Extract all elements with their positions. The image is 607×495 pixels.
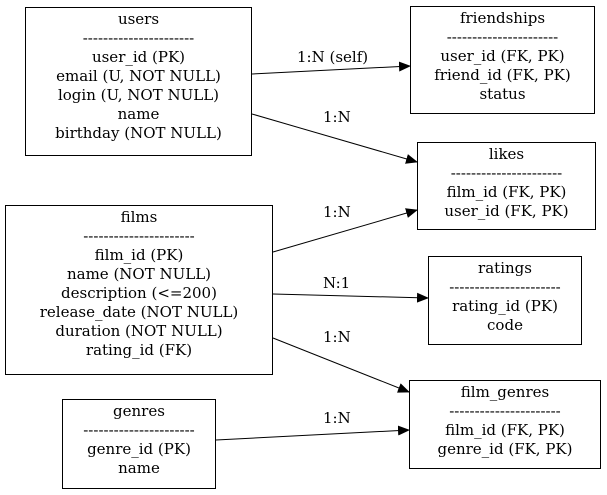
entity-field: description (<=200) bbox=[61, 284, 217, 302]
entity-ratings: ratings ---------------------- rating_id… bbox=[428, 256, 582, 345]
entity-separator: ---------------------- bbox=[83, 227, 195, 245]
entity-field: release_date (NOT NULL) bbox=[39, 303, 239, 321]
relation-arrow-films-ratings bbox=[272, 292, 429, 303]
relation-label: 1:N bbox=[323, 328, 351, 346]
entity-field: duration (NOT NULL) bbox=[55, 322, 223, 340]
entity-likes: likes ---------------------- film_id (FK… bbox=[417, 142, 596, 230]
entity-field: user_id (FK, PK) bbox=[444, 202, 569, 220]
entity-title: likes bbox=[488, 145, 525, 163]
entity-field: name bbox=[118, 459, 160, 477]
entity-field: user_id (PK) bbox=[91, 48, 186, 66]
entity-field: rating_id (FK) bbox=[85, 341, 193, 359]
entity-field: user_id (FK, PK) bbox=[440, 47, 565, 65]
entity-separator: ---------------------- bbox=[446, 28, 559, 46]
entity-title: film_genres bbox=[460, 383, 550, 401]
entity-field: film_id (PK) bbox=[94, 246, 184, 264]
entity-title: films bbox=[120, 208, 158, 226]
entity-genres: genres ---------------------- genre_id (… bbox=[62, 399, 216, 489]
entity-users: users ---------------------- user_id (PK… bbox=[25, 7, 252, 156]
entity-separator: ---------------------- bbox=[83, 421, 195, 439]
entity-separator: ---------------------- bbox=[449, 278, 561, 296]
entity-field: genre_id (PK) bbox=[87, 440, 191, 458]
relation-label: N:1 bbox=[323, 274, 351, 292]
entity-title: friendships bbox=[459, 9, 546, 27]
relation-arrow-films-likes bbox=[272, 208, 418, 253]
relation-arrow-genres-film_genres bbox=[215, 425, 410, 441]
entity-field: film_id (FK, PK) bbox=[446, 183, 567, 201]
entity-separator: ---------------------- bbox=[450, 164, 563, 182]
entity-field: login (U, NOT NULL) bbox=[57, 86, 220, 104]
entity-field: name bbox=[117, 105, 160, 123]
relation-arrow-users-likes bbox=[251, 113, 418, 164]
entity-field: rating_id (PK) bbox=[452, 297, 558, 315]
entity-friendships: friendships ---------------------- user_… bbox=[410, 6, 595, 114]
entity-title: ratings bbox=[478, 259, 532, 277]
entity-field: friend_id (FK, PK) bbox=[434, 66, 571, 84]
entity-field: genre_id (FK, PK) bbox=[437, 440, 573, 458]
entity-field: birthday (NOT NULL) bbox=[55, 124, 222, 142]
relation-label: 1:N bbox=[323, 108, 351, 126]
entity-field: code bbox=[487, 316, 523, 334]
entity-field: status bbox=[479, 85, 526, 103]
entity-films: films ---------------------- film_id (PK… bbox=[5, 205, 273, 375]
entity-field: film_id (FK, PK) bbox=[445, 421, 565, 439]
relation-label: 1:N bbox=[323, 203, 351, 221]
entity-field: name (NOT NULL) bbox=[66, 265, 212, 283]
entity-title: genres bbox=[113, 402, 165, 420]
entity-field: email (U, NOT NULL) bbox=[56, 67, 221, 85]
entity-title: users bbox=[117, 10, 160, 28]
entity-separator: ---------------------- bbox=[82, 29, 195, 47]
relation-label: 1:N (self) bbox=[297, 48, 369, 66]
relation-label: 1:N bbox=[323, 409, 351, 427]
relation-arrow-users-friendships bbox=[251, 61, 411, 75]
entity-film-genres: film_genres ---------------------- film_… bbox=[409, 380, 601, 469]
entity-separator: ---------------------- bbox=[449, 402, 561, 420]
relation-arrow-films-film_genres bbox=[272, 337, 410, 393]
